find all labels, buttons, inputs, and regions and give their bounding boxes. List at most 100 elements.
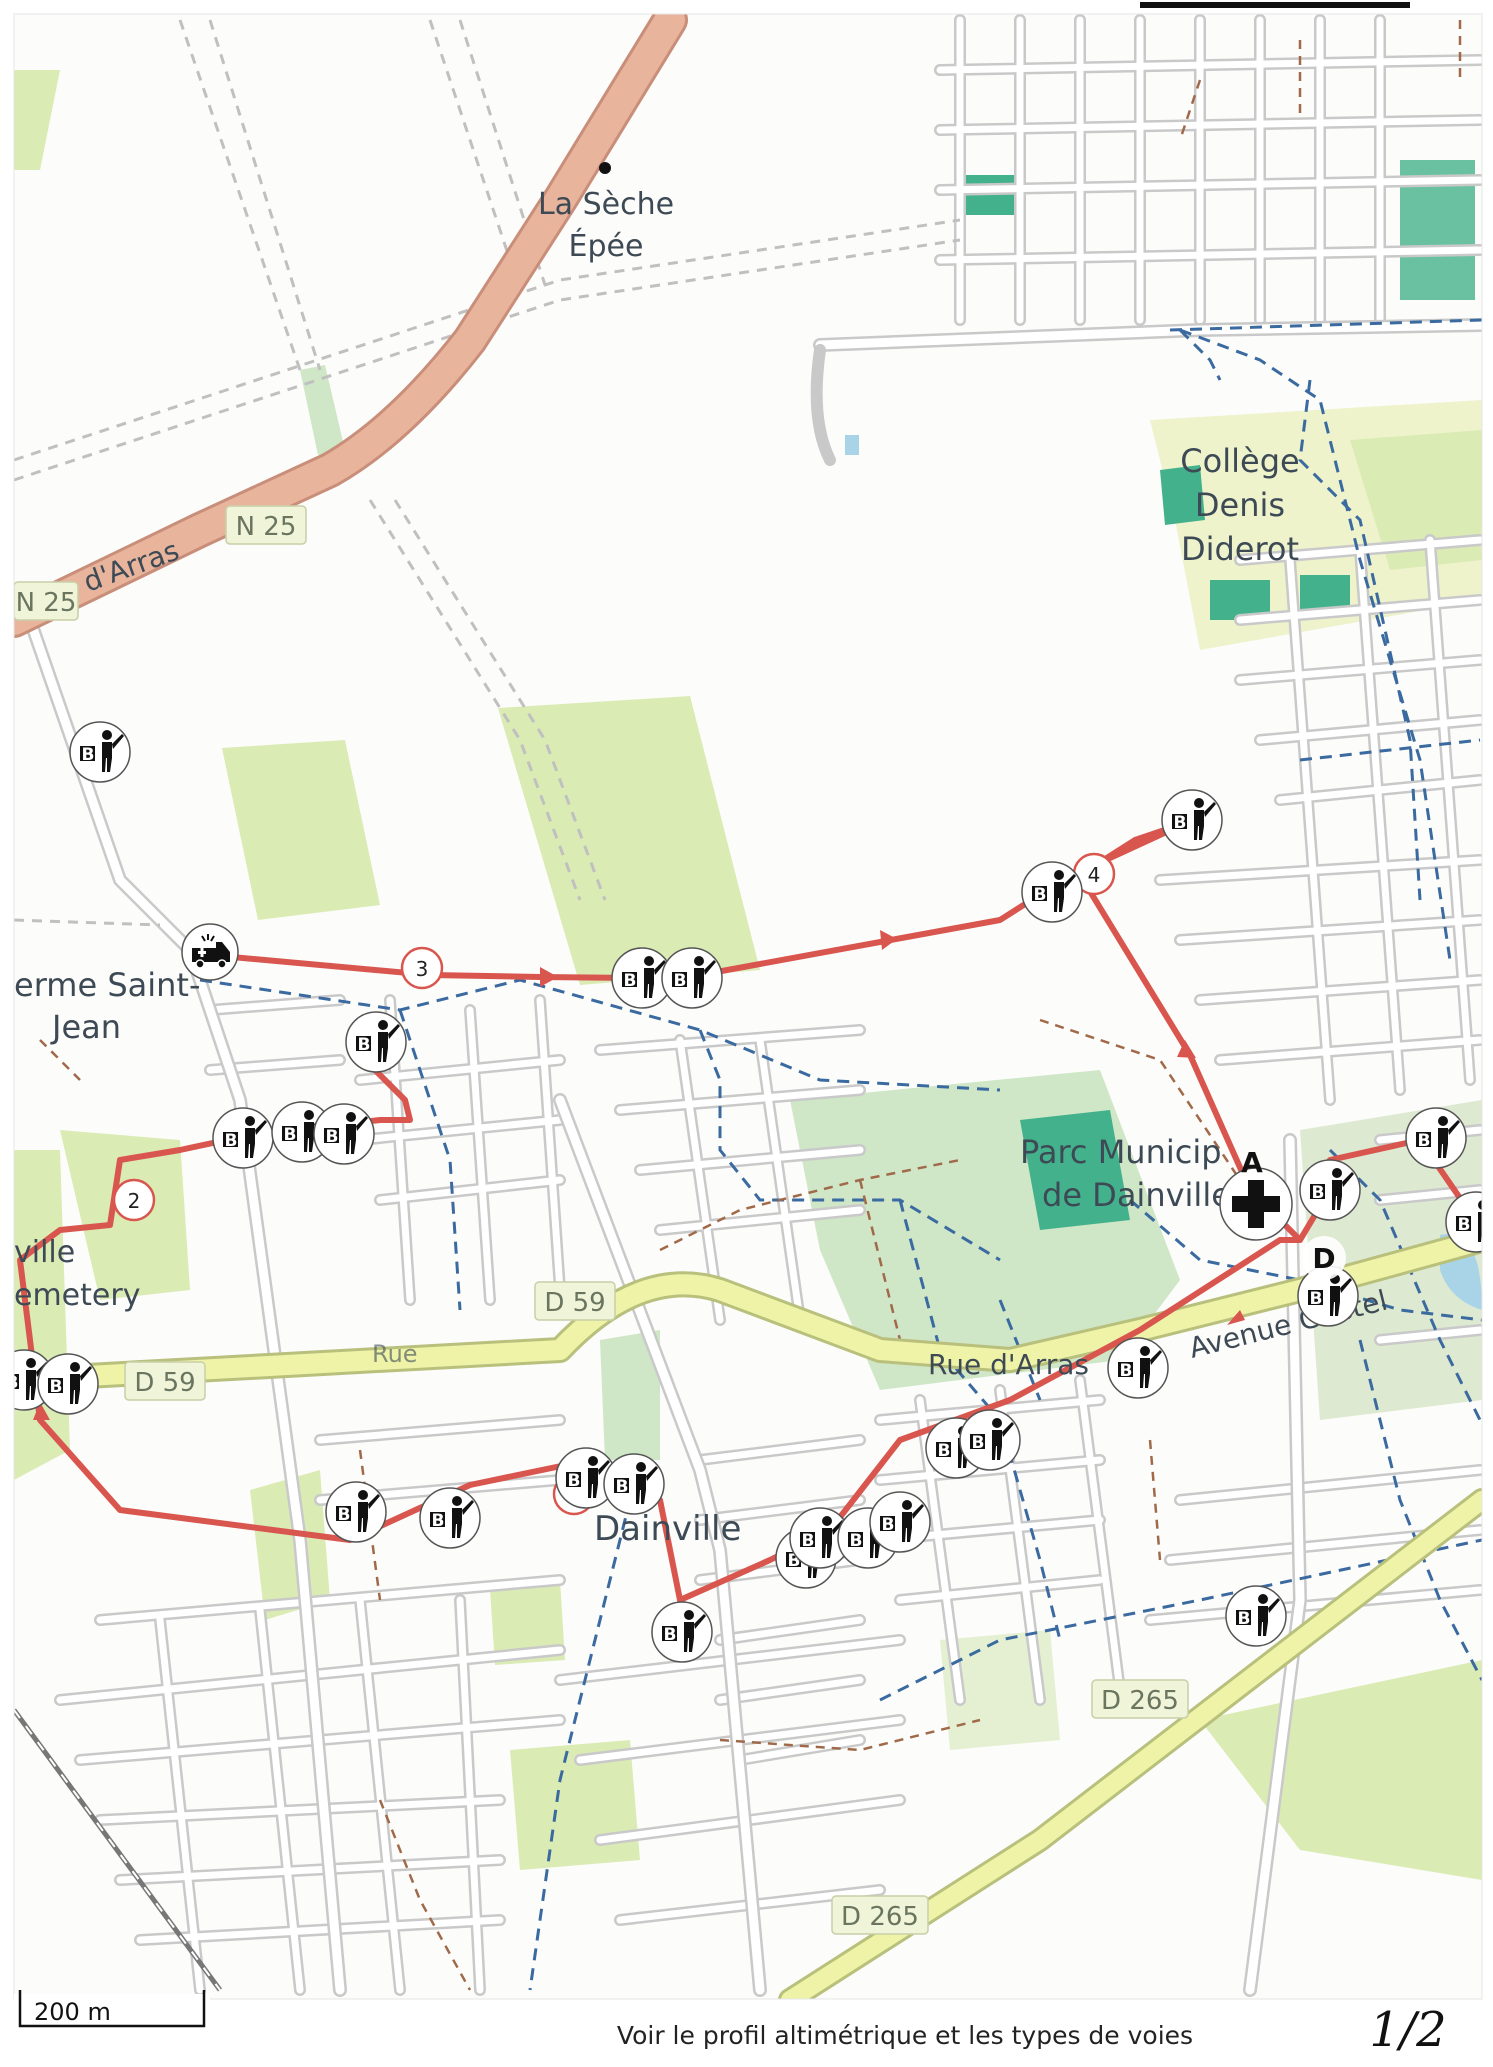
marshal-letter: B [326, 1127, 339, 1147]
marshal-letter: B [674, 971, 687, 991]
marshal-icon[interactable]: B [651, 1601, 713, 1663]
marshal-letter: B [358, 1035, 371, 1055]
marshal-letter: B [1312, 1183, 1325, 1203]
marshal-icon[interactable]: B [37, 1353, 99, 1415]
waypoint-3[interactable]: 3 [400, 946, 444, 990]
ferme-label-2: Jean [50, 1008, 121, 1046]
marshal-icon[interactable]: B [325, 1481, 387, 1543]
cemetery-label-2: emetery [14, 1278, 140, 1313]
badge-n25-left-text: N 25 [16, 588, 77, 618]
badge-n25-text: N 25 [236, 512, 297, 542]
road-badges: N 25 N 25 D 59 D 59 D 265 D 265 [14, 505, 1189, 1935]
marshal-icon[interactable]: B [1161, 789, 1223, 851]
marshal-letter: B [802, 1531, 815, 1551]
waypoint-3-label: 3 [416, 957, 429, 981]
marshal-letter: B [284, 1125, 297, 1145]
college-label-2: Denis [1195, 486, 1285, 524]
marshal-icon[interactable]: B [1297, 1265, 1359, 1327]
map-border [13, 13, 1483, 2000]
marshal-icon[interactable]: B [1405, 1107, 1467, 1169]
marshal-icon[interactable]: B [837, 1507, 899, 1569]
page-number: 1/2 [1369, 2002, 1446, 2058]
marshal-letter: B [50, 1377, 63, 1397]
cemetery-label-1: ville [14, 1235, 75, 1270]
top-scan-mark [1140, 2, 1410, 8]
marshal-letter: B [568, 1471, 581, 1491]
ferme-label-1: erme Saint- [14, 966, 201, 1004]
badge-d59-top: D 59 [534, 1281, 616, 1321]
marshal-letter: B [664, 1625, 677, 1645]
badge-d265-top: D 265 [1091, 1679, 1189, 1719]
parc-label-1: Parc Municip [1020, 1133, 1222, 1171]
marshal-icon[interactable]: B [1299, 1159, 1361, 1221]
marshal-icon[interactable]: B [1107, 1337, 1169, 1399]
marshal-icon[interactable]: B [313, 1103, 375, 1165]
marshal-icon[interactable]: B [212, 1107, 274, 1169]
marshal-letter: B [616, 1477, 629, 1497]
marshal-markers: B B B B B B B B B B B B B B B B B B B B … [0, 721, 1493, 1663]
marshal-letter: B [1120, 1361, 1133, 1381]
marshal-icon[interactable]: B [345, 1011, 407, 1073]
place-labels: La Sèche Épée Collège Denis Diderot erme… [14, 162, 1391, 1549]
badge-d265-top-text: D 265 [1101, 1686, 1179, 1716]
marshal-icon[interactable]: B [1225, 1585, 1287, 1647]
rue-fragment-label: Rue [372, 1340, 418, 1368]
ambulance-icon[interactable] [181, 923, 239, 981]
waypoint-4-label: 4 [1088, 863, 1101, 887]
marshal-icon[interactable]: B [925, 1417, 987, 1479]
marshal-letter: B [1310, 1289, 1323, 1309]
marshal-letter: B [432, 1511, 445, 1531]
marshal-icon[interactable]: B [0, 1349, 55, 1411]
end-marker[interactable]: D [1302, 1236, 1346, 1280]
marshal-letter: B [1418, 1131, 1431, 1151]
dainville-label: Dainville [594, 1509, 741, 1549]
marshal-icon[interactable]: B [789, 1507, 851, 1569]
railway [14, 1708, 223, 1992]
marshal-icon[interactable]: B [959, 1409, 1021, 1471]
marshal-letter: B [850, 1531, 863, 1551]
marshal-letter: B [1458, 1215, 1471, 1235]
marshal-icon[interactable]: B [1445, 1191, 1493, 1253]
marshal-letter: B [972, 1433, 985, 1453]
marshal-icon[interactable]: B [271, 1101, 333, 1163]
route-direction-arrows [33, 930, 1245, 1420]
marshal-icon[interactable]: B [611, 947, 673, 1009]
marshal-icon[interactable]: B [555, 1447, 617, 1509]
la-seche-epee-label-1: La Sèche [538, 187, 674, 222]
marshal-icon[interactable]: B [661, 947, 723, 1009]
badge-d59-top-text: D 59 [544, 1288, 605, 1318]
badge-d265-bottom-text: D 265 [841, 1902, 919, 1932]
marshal-icon[interactable]: B [69, 721, 131, 783]
marshal-letter: B [1034, 885, 1047, 905]
marshal-letter: B [225, 1131, 238, 1151]
marshal-icon[interactable]: B [1021, 861, 1083, 923]
start-letter-a: A [1241, 1146, 1263, 1179]
first-aid-cross-icon[interactable] [1219, 1167, 1293, 1241]
marshal-letter: B [338, 1505, 351, 1525]
waypoint-2[interactable]: 2 [112, 1178, 156, 1222]
rue-darras-label: Rue d'Arras [928, 1348, 1089, 1381]
waypoint-2-label: 2 [128, 1189, 141, 1213]
waypoint-4[interactable]: 4 [1072, 852, 1116, 896]
college-label-1: Collège [1180, 442, 1299, 480]
major-road-n25 [14, 14, 688, 638]
marshal-letter: B [624, 971, 637, 991]
la-seche-epee-label-2: Épée [569, 228, 644, 264]
marshal-icon[interactable]: B [869, 1491, 931, 1553]
badge-n25: N 25 [225, 505, 307, 545]
marshal-letter: B [82, 745, 95, 765]
cycle-paths [199, 318, 1482, 1991]
marshal-letter: B [882, 1515, 895, 1535]
marshal-icon[interactable]: B [603, 1453, 665, 1515]
badge-d265-bottom: D 265 [831, 1895, 929, 1935]
elevation-profile-link[interactable]: Voir le profil altimétrique et les types… [617, 2021, 1193, 2050]
marshal-icon[interactable]: B [419, 1487, 481, 1549]
field-tracks [14, 19, 961, 927]
marshal-letter: B [6, 1373, 19, 1393]
marshal-letter: B [1174, 813, 1187, 833]
footpaths [39, 20, 1462, 1991]
badge-n25-left: N 25 [14, 581, 79, 621]
